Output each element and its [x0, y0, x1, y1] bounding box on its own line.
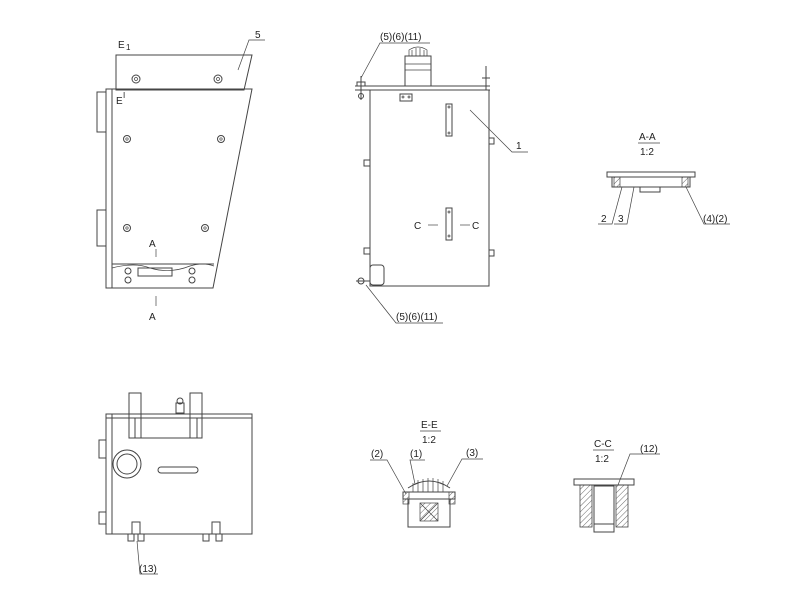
label-e-top-sub: 1 [126, 43, 131, 52]
detail-cc-title: C-C [594, 439, 612, 450]
label-e-top: E [118, 40, 125, 51]
detail-ee-callout-3: (3) [466, 448, 478, 459]
callout-top-5-6-11: (5)(6)(11) [380, 32, 421, 43]
section-c-left: C [414, 221, 421, 232]
callout-13: (13) [139, 564, 157, 575]
detail-aa-callout-3: 3 [618, 214, 624, 225]
side-view: (5)(6)(11) 1 C C (5)(6)(11) [355, 32, 528, 324]
callout-1: 1 [516, 141, 522, 152]
detail-ee-title: E-E [421, 420, 438, 431]
detail-ee-scale: 1:2 [422, 435, 436, 446]
section-a-top: A [149, 239, 156, 250]
section-a-bottom: A [149, 312, 156, 323]
detail-aa-title: A-A [639, 132, 656, 143]
detail-ee-callout-2: (2) [371, 449, 383, 460]
detail-c-c: C-C 1:2 (12) [573, 439, 660, 533]
detail-ee-callout-1: (1) [410, 449, 422, 460]
detail-e-e: E-E 1:2 (2) (1) (3) [370, 420, 483, 528]
bottom-view: (13) [98, 392, 253, 575]
label-e-mid-sub: I [123, 91, 125, 100]
section-c-right: C [472, 221, 479, 232]
detail-aa-callout-2: 2 [601, 214, 607, 225]
label-e-mid: E [116, 96, 123, 107]
detail-aa-callout-4-2: (4)(2) [703, 214, 727, 225]
front-view: E 1 E I 5 A A [96, 30, 265, 323]
detail-a-a: A-A 1:2 2 3 (4)(2) [598, 132, 730, 225]
detail-aa-scale: 1:2 [640, 147, 654, 158]
detail-cc-scale: 1:2 [595, 454, 609, 465]
callout-5: 5 [255, 30, 261, 41]
callout-bottom-5-6-11: (5)(6)(11) [396, 312, 437, 323]
detail-cc-callout-12: (12) [640, 444, 658, 455]
